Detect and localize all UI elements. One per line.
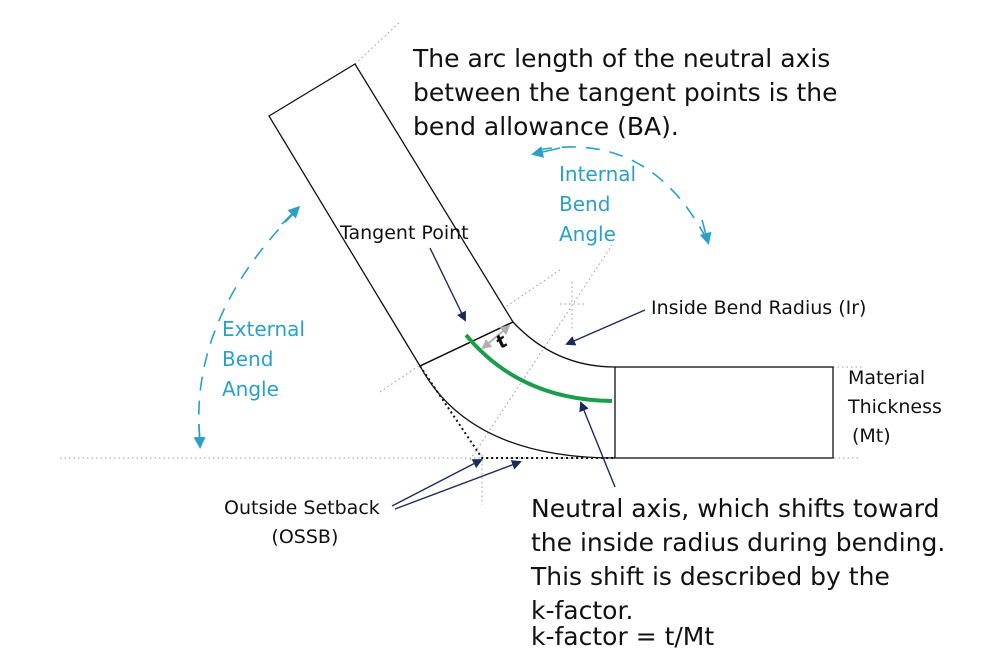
internal-label-line-2: Bend [559,192,611,216]
external-angle-arrow-bottom [193,423,206,449]
internal-label-line-1: Internal [559,162,637,186]
internal-label-line-3: Angle [559,222,616,246]
inside-bend-radius-label: Inside Bend Radius (Ir) [651,297,867,319]
ba-note-line-2: between the tangent points is the [413,78,838,107]
internal-angle-arrow-right [699,219,712,245]
ba-note-line-1: The arc length of the neutral axis [413,44,831,73]
upper-leg-extension [354,21,401,65]
outside-setback-moldline [419,365,615,459]
neutral-axis [464,333,613,403]
external-label-line-3: Angle [222,377,279,401]
tangent-point-label: Tangent Point [340,222,469,244]
kfactor-formula: k-factor = t/Mt [531,622,715,651]
tangent-point-leader [429,247,466,322]
thickness-line-1: Material [848,367,926,389]
ossb-line-2: (OSSB) [271,526,339,548]
neutral-axis-leader [579,401,616,488]
external-label-line-1: External [222,317,305,341]
neutral-axis-note: Neutral axis, which shifts toward the in… [531,492,945,628]
ossb-leader-b [394,460,522,510]
t-dimension-arrow [481,324,511,350]
neutral-note-line-1: Neutral axis, which shifts toward [531,494,940,523]
neutral-note-line-2: the inside radius during bending. [531,528,946,557]
thickness-line-2: Thickness [848,396,942,418]
external-label-line-2: Bend [222,347,274,371]
external-angle-arrow-top [281,205,301,225]
external-angle-arc [198,211,296,443]
inner-bend-arc [512,321,616,368]
ossb-leader-a [391,459,483,507]
material-thickness-label: Material Thickness (Mt) [848,364,942,451]
internal-angle-arc [537,146,708,241]
internal-bend-angle-label: Internal Bend Angle [559,159,636,249]
internal-angle-arrow-left [531,146,561,158]
lower-leg [614,366,834,459]
thickness-line-3: (Mt) [852,425,891,447]
neutral-note-line-3: This shift is described by the [531,562,890,591]
external-bend-angle-label: External Bend Angle [222,314,305,404]
bent-sheet-outline [268,63,834,459]
ossb-line-1: Outside Setback [224,497,380,519]
neutral-note-line-4: k-factor. [531,596,634,625]
outside-setback-label: Outside Setback (OSSB) [224,494,380,552]
ba-note: The arc length of the neutral axis betwe… [413,42,838,144]
inside-radius-leader [565,309,646,346]
ba-note-line-3: bend allowance (BA). [413,112,679,141]
